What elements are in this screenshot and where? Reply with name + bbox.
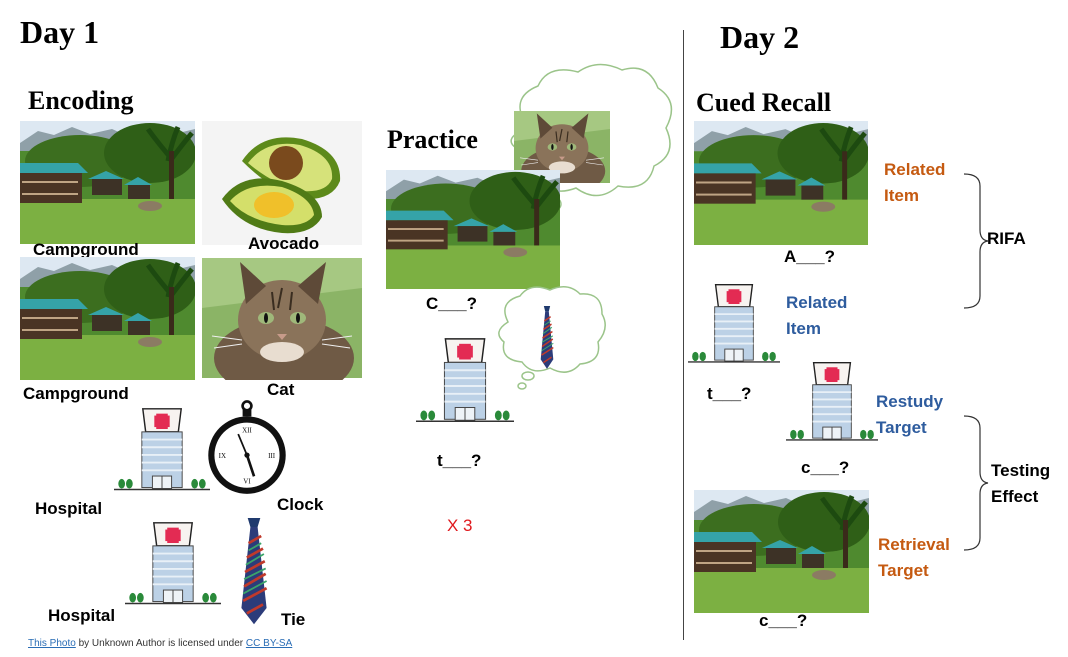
condition-label: Restudy Target xyxy=(876,392,944,437)
encoding-label: Clock xyxy=(277,495,324,514)
tie-image xyxy=(236,513,272,631)
license-link[interactable]: CC BY-SA xyxy=(245,638,293,649)
recall-cue: c___? xyxy=(801,458,850,477)
hospital-image xyxy=(125,512,221,622)
campground-image xyxy=(20,257,195,380)
recall-cue: A___? xyxy=(784,247,836,266)
photo-link[interactable]: This Photo xyxy=(28,638,76,649)
cat-image xyxy=(202,256,362,380)
encoding-title: Encoding xyxy=(28,86,134,115)
practice-title: Practice xyxy=(387,125,478,154)
encoding-label: Hospital xyxy=(35,499,103,518)
recall-cue: t___? xyxy=(707,384,752,403)
thought-bubble xyxy=(498,286,606,390)
rifa-label: RIFA xyxy=(987,229,1026,248)
campground-image xyxy=(694,121,868,245)
practice-cue: C___? xyxy=(426,294,478,313)
campground-image xyxy=(20,121,195,244)
photo-credit: This Photo by Unknown Author is licensed… xyxy=(28,638,292,649)
credit-text: by Unknown Author is licensed under xyxy=(75,638,246,649)
testing-effect-bracket xyxy=(963,415,989,551)
day2-title: Day 2 xyxy=(720,19,800,55)
encoding-label: Hospital xyxy=(48,606,116,625)
hospital-image xyxy=(786,350,878,460)
cued-recall-title: Cued Recall xyxy=(696,88,832,117)
condition-label: Related Item xyxy=(884,160,946,205)
encoding-label: Avocado xyxy=(248,234,320,253)
hospital-image xyxy=(688,272,780,382)
clock-image xyxy=(203,392,291,506)
encoding-label: Campground xyxy=(33,240,139,259)
day1-title: Day 1 xyxy=(20,14,100,50)
condition-label: Retrieval Target xyxy=(878,535,950,580)
encoding-label: Tie xyxy=(281,610,306,629)
repeat-count: X 3 xyxy=(447,516,473,535)
campground-image xyxy=(694,490,869,613)
testing-effect-label: Testing Effect xyxy=(991,461,1051,506)
recall-cue: c___? xyxy=(759,611,808,630)
condition-label: Related Item xyxy=(786,293,848,338)
hospital-image xyxy=(416,328,514,440)
tie-image xyxy=(538,306,556,370)
encoding-label: Cat xyxy=(267,380,295,399)
hospital-image xyxy=(114,398,210,508)
campground-image xyxy=(386,170,560,289)
avocado-image xyxy=(202,121,362,245)
rifa-bracket xyxy=(963,173,989,309)
day-divider xyxy=(683,30,684,640)
practice-cue: t___? xyxy=(437,451,482,470)
encoding-label: Campground xyxy=(23,384,129,403)
